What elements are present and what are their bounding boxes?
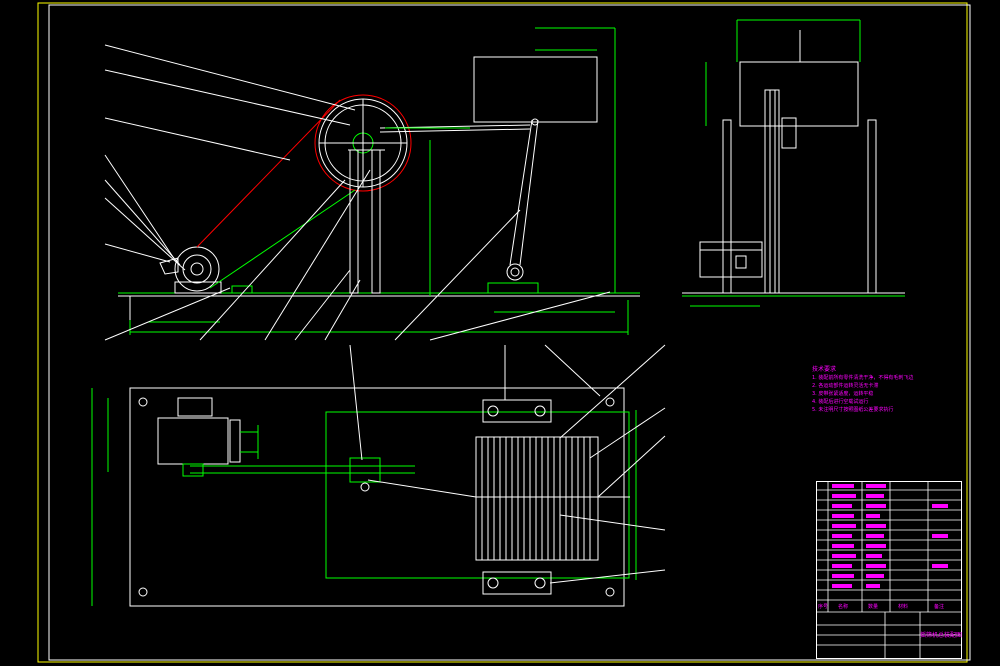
sheet-outer-border xyxy=(37,2,968,663)
header-label: 数量 xyxy=(868,604,879,610)
notes-line: 4. 装配后进行空载试运行 xyxy=(812,399,869,405)
header-label: 名称 xyxy=(838,604,849,610)
notes-title: 技术要求 xyxy=(812,366,837,373)
header-label: 序号 xyxy=(818,604,829,610)
drawing-title: 摇筛机总装配图 xyxy=(920,632,963,639)
parts-list-entries xyxy=(832,484,948,588)
title-block: 序号 名称 数量 材料 备注 摇筛机总装配图 xyxy=(816,481,962,659)
notes-line: 2. 各运动部件运转灵活无卡滞 xyxy=(812,383,879,389)
notes-line: 3. 皮带张紧适度，运转平稳 xyxy=(812,391,874,397)
side-view xyxy=(682,19,905,307)
technical-notes: 技术要求 1. 装配前所有零件清洗干净，不得有毛刺飞边 2. 各运动部件运转灵活… xyxy=(812,366,913,414)
front-view xyxy=(104,27,640,341)
sheet-inner-border xyxy=(48,4,971,661)
header-label: 备注 xyxy=(934,604,945,610)
top-view xyxy=(91,344,666,607)
parts-list-grid xyxy=(816,481,962,659)
notes-line: 1. 装配前所有零件清洗干净，不得有毛刺飞边 xyxy=(812,375,914,381)
header-label: 材料 xyxy=(898,604,909,610)
title-block-frame xyxy=(816,481,962,659)
notes-line: 5. 未注明尺寸按照图纸公差要求执行 xyxy=(812,407,894,413)
